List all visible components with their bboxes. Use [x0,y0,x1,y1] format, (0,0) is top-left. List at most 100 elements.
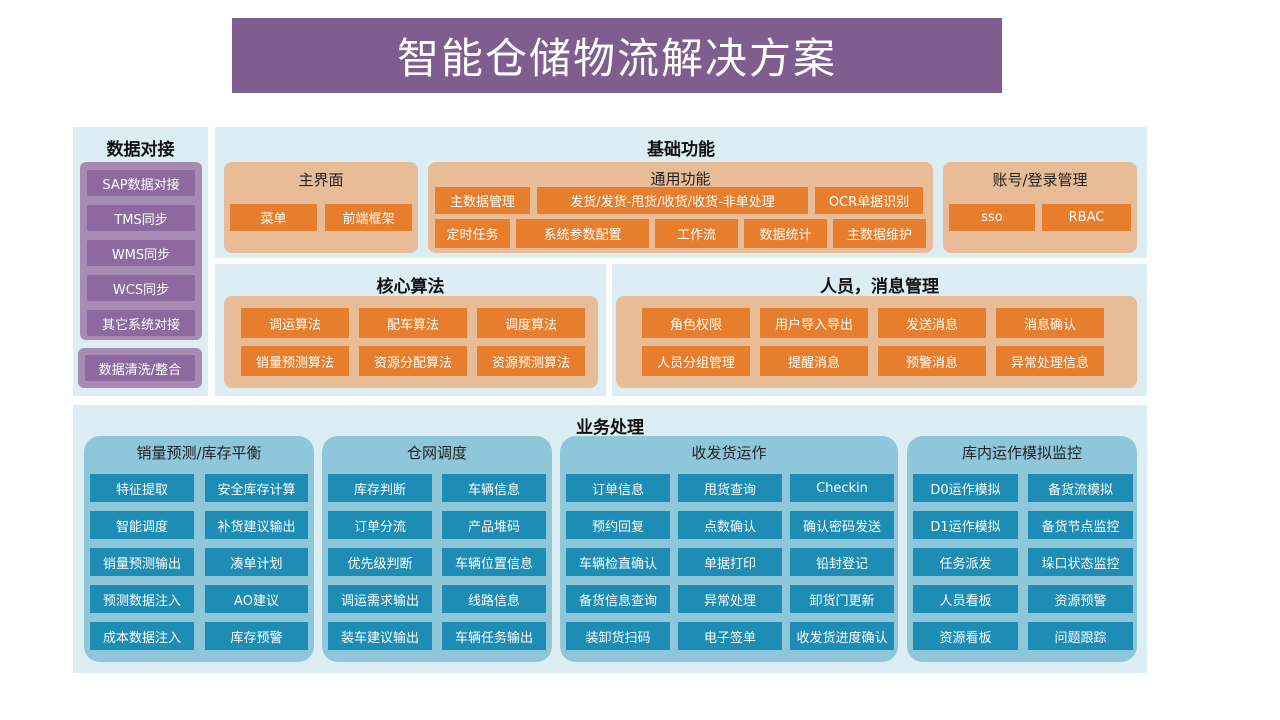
business-item[interactable]: D0运作模拟 [913,474,1018,502]
common-item[interactable]: OCR单据识别 [815,187,923,214]
common-functions-title: 通用功能 [650,170,711,188]
people-item[interactable]: 用户导入导出 [760,308,868,338]
business-item[interactable]: 电子签单 [678,622,782,650]
business-item[interactable]: 资源预警 [1028,585,1133,613]
people-item[interactable]: 异常处理信息 [996,346,1104,376]
business-item[interactable]: 库存判断 [328,474,432,502]
business-item[interactable]: AO建议 [205,585,308,613]
business-item[interactable]: D1运作模拟 [913,511,1018,539]
business-item[interactable]: 铅封登记 [790,548,894,576]
common-item[interactable]: 数据统计 [744,219,827,248]
algorithm-item[interactable]: 调运算法 [241,308,349,338]
business-item[interactable]: 线路信息 [442,585,546,613]
business-item[interactable]: 调运需求输出 [328,585,432,613]
business-item[interactable]: 任务派发 [913,548,1018,576]
main-ui-item[interactable]: 菜单 [230,204,317,231]
integration-item[interactable]: WCS同步 [87,275,195,301]
business-item[interactable]: 销量预测输出 [90,548,194,576]
integration-item[interactable]: 其它系统对接 [87,310,195,336]
algorithm-item[interactable]: 销量预测算法 [241,346,349,376]
business-item[interactable]: 智能调度 [90,511,194,539]
common-item[interactable]: 系统参数配置 [516,219,649,248]
common-item[interactable]: 工作流 [655,219,738,248]
main-ui-box: 主界面 菜单前端框架 [224,162,418,253]
business-item[interactable]: Checkin [790,474,894,502]
integration-item[interactable]: SAP数据对接 [87,170,195,196]
common-item[interactable]: 主数据维护 [833,219,926,248]
business-item[interactable]: 点数确认 [678,511,782,539]
business-item[interactable]: 成本数据注入 [90,622,194,650]
business-item[interactable]: 特征提取 [90,474,194,502]
algorithm-item-list: 调运算法配车算法调度算法销量预测算法资源分配算法资源预测算法 [241,308,585,376]
business-item[interactable]: 收发货进度确认 [790,622,894,650]
business-item[interactable]: 优先级判断 [328,548,432,576]
common-item[interactable]: 主数据管理 [435,187,530,214]
business-item[interactable]: 订单信息 [566,474,670,502]
integration-item[interactable]: WMS同步 [87,240,195,266]
business-item[interactable]: 问题跟踪 [1028,622,1133,650]
business-item[interactable]: 订单分流 [328,511,432,539]
algorithm-item[interactable]: 资源预测算法 [477,346,585,376]
business-item[interactable]: 车辆任务输出 [442,622,546,650]
business-item[interactable]: 垛口状态监控 [1028,548,1133,576]
business-item[interactable]: 单据打印 [678,548,782,576]
business-item[interactable]: 安全库存计算 [205,474,308,502]
people-box: 角色权限用户导入导出发送消息消息确认人员分组管理提醒消息预警消息异常处理信息 [616,296,1137,388]
common-item[interactable]: 定时任务 [435,219,510,248]
group-title: 收发货运作 [691,444,767,462]
business-item[interactable]: 确认密码发送 [790,511,894,539]
people-messages-panel: 人员，消息管理 角色权限用户导入导出发送消息消息确认人员分组管理提醒消息预警消息… [612,264,1147,396]
algorithm-item[interactable]: 配车算法 [359,308,467,338]
people-messages-title: 人员，消息管理 [820,277,939,297]
business-item[interactable]: 人员看板 [913,585,1018,613]
core-algorithms-panel: 核心算法 调运算法配车算法调度算法销量预测算法资源分配算法资源预测算法 [215,264,606,396]
business-item[interactable]: 补货建议输出 [205,511,308,539]
integration-item[interactable]: TMS同步 [87,205,195,231]
algorithm-item[interactable]: 资源分配算法 [359,346,467,376]
data-cleaning-item[interactable]: 数据清洗/整合 [85,355,195,381]
business-item[interactable]: 车辆检直确认 [566,548,670,576]
business-item-list: 特征提取安全库存计算智能调度补货建议输出销量预测输出凑单计划预测数据注入 AO建议… [90,474,308,650]
algorithm-item[interactable]: 调度算法 [477,308,585,338]
people-item[interactable]: 消息确认 [996,308,1104,338]
main-ui-item-list: 菜单前端框架 [230,204,412,231]
common-item[interactable]: 发货/发货-甩货/收货/收货-非单处理 [537,187,808,214]
account-item[interactable]: RBAC [1042,204,1131,231]
common-item-list: 主数据管理发货/发货-甩货/收货/收货-非单处理 OCR单据识别 [435,187,923,214]
main-ui-item[interactable]: 前端框架 [325,204,412,231]
basic-functions-panel: 基础功能 主界面 菜单前端框架 通用功能 主数据管理发货/发货-甩货/收货/收货… [215,127,1147,258]
business-item[interactable]: 装车建议输出 [328,622,432,650]
business-item[interactable]: 凑单计划 [205,548,308,576]
people-item[interactable]: 人员分组管理 [642,346,750,376]
business-item[interactable]: 卸货门更新 [790,585,894,613]
main-ui-title: 主界面 [298,171,344,189]
people-item[interactable]: 提醒消息 [760,346,868,376]
people-item[interactable]: 发送消息 [878,308,986,338]
people-item-list: 角色权限用户导入导出发送消息消息确认人员分组管理提醒消息预警消息异常处理信息 [642,308,1105,376]
business-item[interactable]: 库存预警 [205,622,308,650]
group-title: 仓网调度 [406,444,467,462]
business-item[interactable]: 预约回复 [566,511,670,539]
business-item[interactable]: 异常处理 [678,585,782,613]
basic-functions-title: 基础功能 [647,140,715,160]
core-algorithms-title: 核心算法 [376,277,445,297]
business-item[interactable]: 装卸货扫码 [566,622,670,650]
people-item[interactable]: 预警消息 [878,346,986,376]
business-item[interactable]: 车辆位置信息 [442,548,546,576]
business-item[interactable]: 资源看板 [913,622,1018,650]
cleaning-group: 数据清洗/整合 [78,348,202,388]
business-item[interactable]: 备货信息查询 [566,585,670,613]
business-item[interactable]: 甩货查询 [678,474,782,502]
business-item[interactable]: 预测数据注入 [90,585,194,613]
business-item[interactable]: 备货流模拟 [1028,474,1133,502]
account-item-list: sso RBAC [949,204,1131,231]
business-item[interactable]: 产品堆码 [442,511,546,539]
common-item-list: 定时任务系统参数配置工作流数据统计主数据维护 [435,219,927,248]
business-item[interactable]: 车辆信息 [442,474,546,502]
business-item[interactable]: 备货节点监控 [1028,511,1133,539]
warehouse-network-group: 仓网调度 库存判断车辆信息订单分流产品堆码优先级判断车辆位置信息调运需求输出线路… [322,436,552,662]
account-item[interactable]: sso [949,204,1035,231]
people-item[interactable]: 角色权限 [642,308,750,338]
